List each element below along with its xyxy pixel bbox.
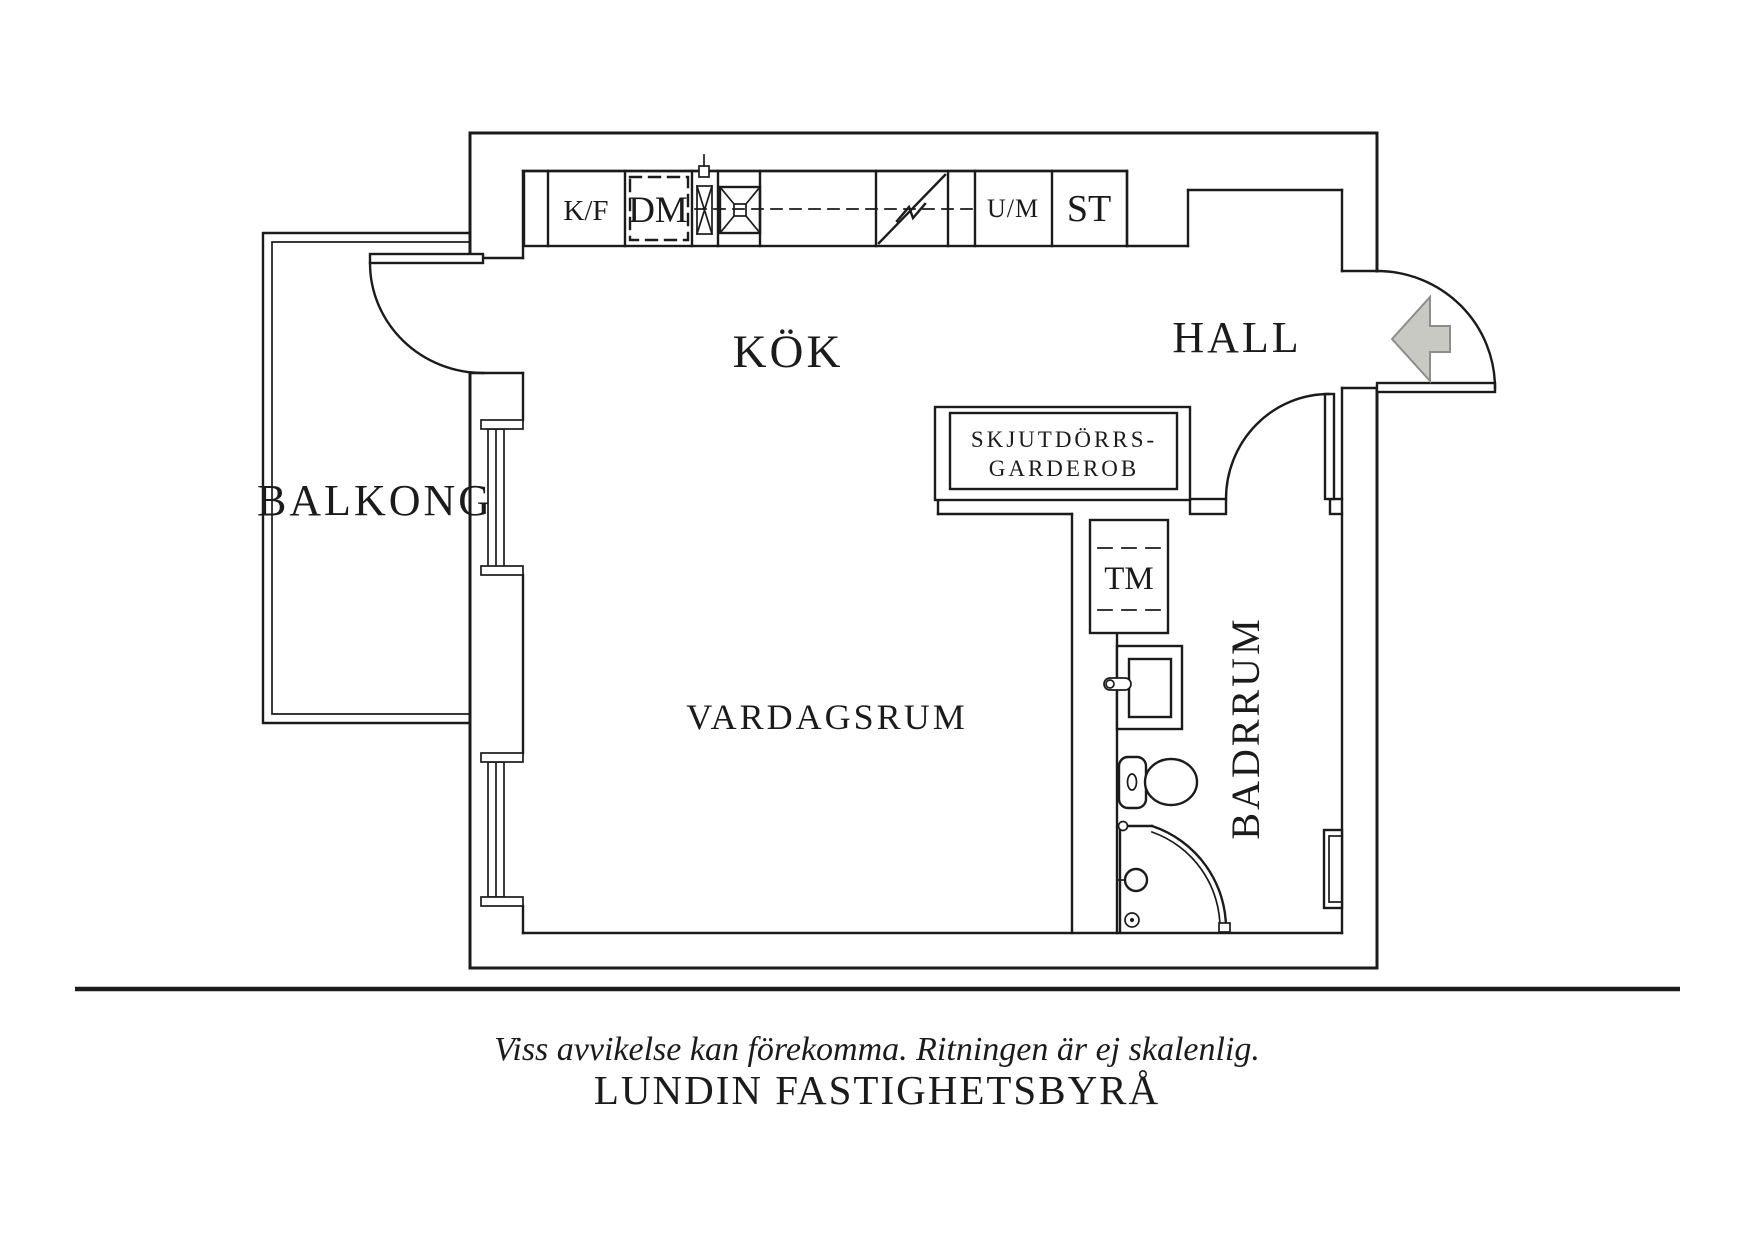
wardrobe-outer bbox=[933, 405, 1192, 502]
sliding-wardrobe: SKJUTDÖRRS- GARDEROB bbox=[933, 405, 1192, 502]
kitchen-label: KÖK bbox=[733, 326, 844, 378]
bath-door-pier-left bbox=[1188, 497, 1228, 516]
balcony-door-leaf bbox=[368, 252, 485, 265]
washer-dashes bbox=[1097, 547, 1161, 611]
hall-label: HALL bbox=[1172, 313, 1301, 362]
toilet-bowl bbox=[1143, 757, 1199, 807]
kitchen-counter: K/F DM U/M ST bbox=[522, 154, 1129, 248]
sink-basin bbox=[718, 185, 762, 235]
stove-zigzag bbox=[895, 202, 927, 223]
balcony-outline bbox=[261, 231, 472, 725]
balcony-outer-rail bbox=[261, 231, 472, 725]
bathroom-door bbox=[1224, 392, 1336, 501]
faucet-symbol bbox=[695, 154, 714, 236]
sink-symbol bbox=[718, 185, 762, 235]
washer-label: TM bbox=[1104, 561, 1154, 597]
entry-arrow-icon bbox=[1390, 294, 1451, 384]
entry-door-leaf bbox=[1375, 381, 1497, 394]
shower-screen-outer bbox=[1150, 824, 1228, 932]
fridge-freezer-label: K/F bbox=[563, 195, 608, 227]
dishwasher-label: DM bbox=[628, 190, 688, 231]
entry-door-arc bbox=[1375, 269, 1497, 390]
window-upper-cap-top bbox=[480, 419, 524, 430]
faucet-body bbox=[696, 185, 713, 235]
shower-head bbox=[1123, 867, 1149, 893]
oven-microwave-label: U/M bbox=[987, 194, 1039, 223]
shower-symbol bbox=[1116, 820, 1231, 933]
washing-machine: TM bbox=[1088, 518, 1170, 635]
disclaimer-text: Viss avvikelse kan förekomma. Ritningen … bbox=[494, 1031, 1260, 1068]
room-labels: KÖK HALL BALKONG VARDAGSRUM BADRRUM bbox=[257, 313, 1301, 840]
bathroom-door-arc bbox=[1224, 392, 1331, 501]
window-upper-cap-bottom bbox=[480, 565, 524, 576]
shower-hinge bbox=[1117, 820, 1129, 832]
bathroom-door-leaf bbox=[1323, 392, 1336, 501]
counter-outline bbox=[522, 169, 1129, 248]
window-lower-cap-top bbox=[480, 752, 524, 763]
bathroom-fixtures bbox=[1103, 644, 1344, 933]
radiator-symbol bbox=[1322, 828, 1344, 910]
agency-name: LUNDIN FASTIGHETSBYRÅ bbox=[594, 1067, 1160, 1113]
balcony-label: BALKONG bbox=[257, 476, 493, 525]
toilet-button bbox=[1126, 773, 1138, 791]
balcony-door bbox=[368, 252, 485, 375]
shower-screen-inner bbox=[1150, 830, 1221, 931]
wardrobe-label-line2: GARDEROB bbox=[989, 456, 1140, 481]
bathroom-label: BADRRUM bbox=[1223, 616, 1268, 839]
wardrobe-label-line1: SKJUTDÖRRS- bbox=[971, 427, 1157, 452]
entry-door bbox=[1375, 269, 1497, 394]
window-lower-cap-bottom bbox=[480, 896, 524, 907]
window-upper bbox=[480, 419, 524, 576]
toilet-symbol bbox=[1117, 755, 1199, 810]
balcony-inner-rail bbox=[271, 241, 471, 715]
radiator-outer bbox=[1322, 828, 1344, 910]
sink-drain bbox=[733, 203, 747, 217]
basin-faucet-knob bbox=[1105, 679, 1115, 689]
bath-door-pier-right bbox=[1328, 497, 1344, 516]
shower-drain-dot bbox=[1130, 918, 1134, 922]
radiator-inner bbox=[1328, 835, 1343, 903]
dishwasher-dashed-box bbox=[628, 175, 690, 242]
washbasin-symbol bbox=[1103, 644, 1184, 731]
stove-diagonal bbox=[877, 173, 947, 245]
sink-diagonals bbox=[718, 185, 762, 235]
pantry-label: ST bbox=[1067, 188, 1111, 230]
stove-symbol bbox=[877, 173, 947, 245]
wardrobe-inner bbox=[948, 411, 1179, 491]
toilet-tank bbox=[1117, 755, 1148, 810]
washer-box bbox=[1088, 518, 1170, 635]
balcony-door-arc bbox=[368, 261, 485, 375]
outer-walls bbox=[468, 131, 1379, 970]
window-lower bbox=[480, 752, 524, 907]
faucet-cross bbox=[695, 184, 714, 236]
faucet-knob bbox=[698, 165, 710, 178]
footer: Viss avvikelse kan förekomma. Ritningen … bbox=[75, 986, 1680, 1113]
shower-screen-foot bbox=[1218, 922, 1231, 933]
living-room-label: VARDAGSRUM bbox=[686, 697, 967, 737]
